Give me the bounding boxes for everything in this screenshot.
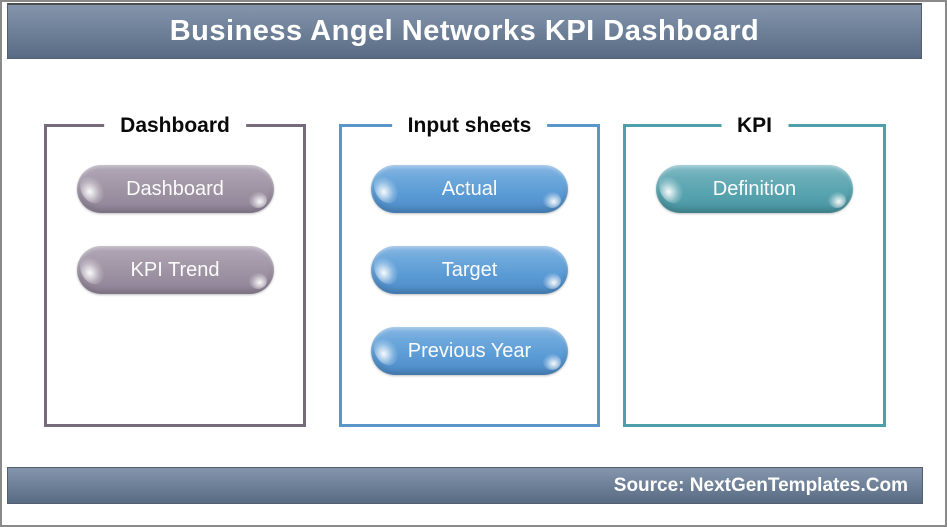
kpi-trend-button-label: KPI Trend [130,258,220,281]
group-input-sheets-title: Input sheets [391,110,548,141]
dashboard-button[interactable]: Dashboard [76,165,274,213]
previous-year-button[interactable]: Previous Year [371,327,568,375]
source-credit: Source: NextGenTemplates.Com [613,474,908,496]
previous-year-button-label: Previous Year [407,339,532,362]
header-bar: Business Angel Networks KPI Dashboard [7,3,922,59]
target-button-label: Target [441,258,498,281]
group-kpi-title: KPI [720,110,789,141]
target-button[interactable]: Target [371,246,568,294]
footer-bar: Source: NextGenTemplates.Com [7,467,923,504]
actual-button-label: Actual [441,177,498,200]
group-kpi: KPI Definition [623,110,886,427]
definition-button-label: Definition [712,177,797,200]
group-dashboard-buttons: Dashboard KPI Trend [47,127,303,294]
page-title: Business Angel Networks KPI Dashboard [169,15,760,47]
group-dashboard-title: Dashboard [104,110,246,141]
kpi-trend-button[interactable]: KPI Trend [76,246,274,294]
definition-button[interactable]: Definition [656,165,853,213]
group-kpi-buttons: Definition [626,127,883,213]
dashboard-button-label: Dashboard [126,177,224,200]
actual-button[interactable]: Actual [371,165,568,213]
group-input-sheets: Input sheets Actual Target Previous Year [339,110,600,427]
group-dashboard: Dashboard Dashboard KPI Trend [44,110,306,427]
group-input-sheets-buttons: Actual Target Previous Year [342,127,597,375]
